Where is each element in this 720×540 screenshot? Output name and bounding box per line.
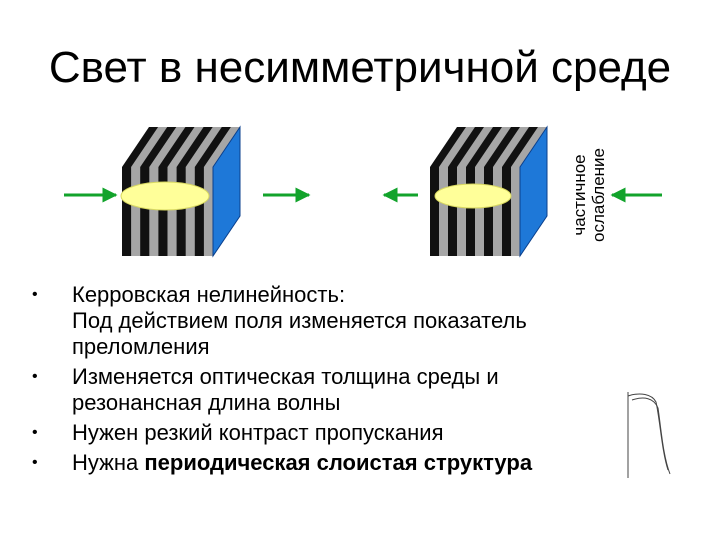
layer-stripe [203,167,214,256]
layer-stripe-top [511,127,548,167]
layer-stripe [475,167,485,256]
layer-stripe-top [448,127,485,167]
transmission-sketch [627,392,671,478]
bullet-item: • Керровская нелинейность: Под действием… [30,282,690,360]
right-block [430,125,548,258]
bullet-dot: • [32,286,38,303]
side-label-line-1: частичное [570,154,589,236]
layer-stripe-top [203,127,241,167]
bullet-item: • Нужна периодическая слоистая структура [30,450,690,476]
layer-stripe [185,167,196,256]
layer-stripe-top [185,127,223,167]
layer-stripe [149,167,159,256]
layer-stripe [493,167,503,256]
bullet-item: • Изменяется оптическая толщина среды и … [30,364,690,416]
bullet-dot: • [32,368,38,385]
layer-stripe [131,167,141,256]
left-block-blue-face [212,125,241,258]
layer-stripe-top [149,127,186,167]
layer-stripe [430,167,440,256]
layer-stripe [448,167,458,256]
layer-stripe-top [167,127,204,167]
layer-stripe-top [439,127,476,167]
layer-stripe-top [502,127,539,167]
layer-stripe-top [131,127,168,167]
bullet-dot: • [32,424,38,441]
bullet-item: • Нужен резкий контраст пропускания [30,420,690,446]
bullet-4-prefix: Нужна [72,450,145,475]
layer-stripe-top [176,127,214,167]
bullet-2-line-2: резонансная длина волны [72,390,341,415]
right-block-blue-face [519,125,548,258]
layer-stripe-top [457,127,494,167]
layer-stripe [167,167,177,256]
layer-stripe-top [122,127,159,167]
layer-stripe-top [484,127,521,167]
bullet-1-line-1: Керровская нелинейность: [72,282,346,307]
bullet-3-text: Нужен резкий контраст пропускания [72,420,444,445]
layer-stripe [158,167,168,256]
bullet-4-text: Нужна периодическая слоистая структура [72,450,690,476]
bullet-4-bold: периодическая слоистая структура [144,450,533,475]
bullet-list: • Керровская нелинейность: Под действием… [30,282,690,480]
left-block-top-face [122,127,241,167]
bullet-1-line-2: Под действием поля изменяется показатель [72,308,527,333]
layer-stripe-top [493,127,530,167]
layer-stripe [439,167,449,256]
right-block-top-face [430,127,548,167]
bullet-dot: • [32,454,38,471]
bullet-2-line-1: Изменяется оптическая толщина среды и [72,364,499,389]
layer-stripe [194,167,205,256]
layer-stripe [502,167,512,256]
side-label-line-2: ослабление [589,147,608,243]
left-block [120,125,241,258]
layer-stripe [466,167,476,256]
layer-stripe-top [475,127,512,167]
layer-stripe-top [194,127,232,167]
layer-stripe [122,167,132,256]
layer-stripe-top [430,127,467,167]
page-title: Свет в несимметричной среде [48,43,672,92]
layer-stripe-top [466,127,503,167]
left-light-spot [120,181,210,211]
layer-stripe [484,167,494,256]
layer-stripe [140,167,150,256]
left-block-front-face [122,167,214,256]
bullet-1-line-3: преломления [72,334,210,359]
layer-stripe [457,167,467,256]
right-block-front-face [430,167,521,256]
layer-stripe [511,167,521,256]
right-light-spot [434,183,512,209]
layer-stripe-top [140,127,177,167]
layer-stripe [176,167,187,256]
layer-stripe-top [158,127,195,167]
partial-attenuation-label: частичное ослабление [565,125,613,265]
